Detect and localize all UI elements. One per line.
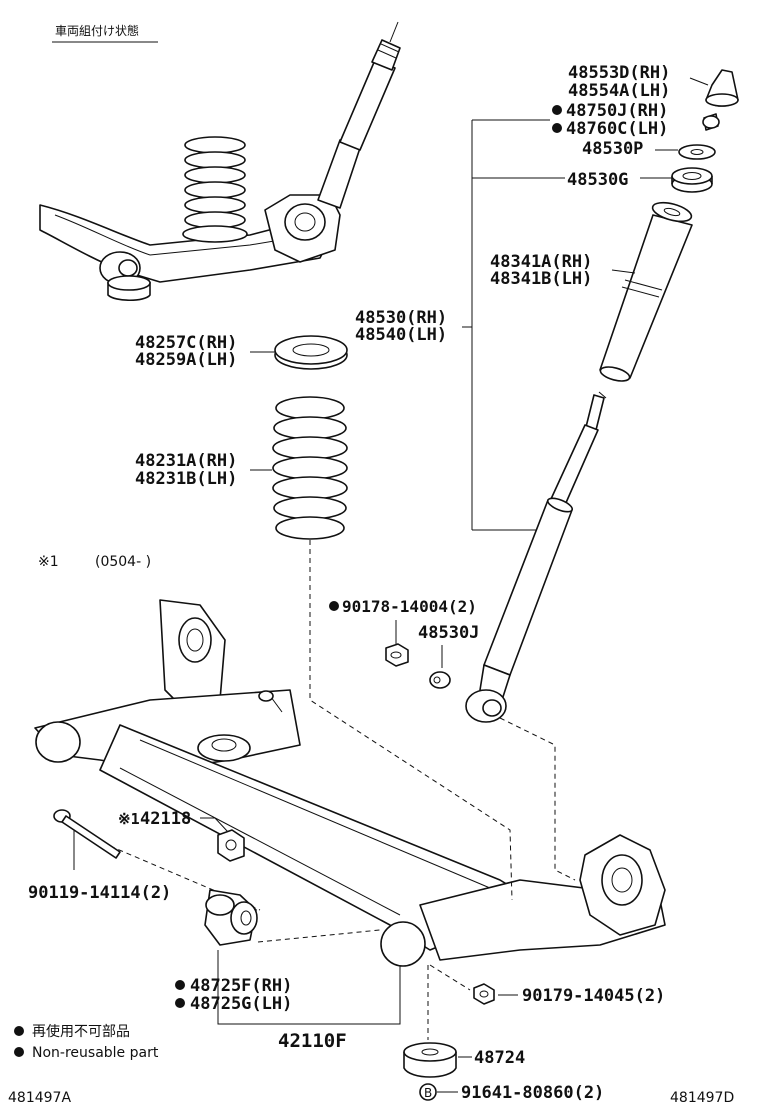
stabilizer-bushing-label: 42118 bbox=[140, 809, 191, 829]
assembly-guide-lines bbox=[109, 540, 576, 1040]
non-reusable-dot-support-lh bbox=[552, 123, 562, 133]
coil-spring bbox=[250, 396, 348, 540]
bolt-label: 90119-14114(2) bbox=[28, 883, 171, 903]
assembled-shock-absorber bbox=[317, 21, 401, 209]
seat-g bbox=[640, 167, 713, 193]
legend-en: Non-reusable part bbox=[32, 1045, 159, 1061]
seat-g-label: 48530G bbox=[567, 170, 628, 190]
collar-j-label: 48530J bbox=[418, 623, 479, 643]
nut-top bbox=[385, 620, 409, 667]
nut-lower-label: 90179-14045(2) bbox=[522, 986, 665, 1006]
spring-upper-insulator bbox=[250, 335, 348, 370]
bolt-b-label: 91641-80860(2) bbox=[461, 1083, 604, 1103]
boot-rh-label: 48341A(RH) bbox=[490, 252, 592, 272]
rear-axle-beam bbox=[34, 599, 666, 967]
boot-lh-label: 48341B(LH) bbox=[490, 269, 592, 289]
non-reusable-dot-bushing-rh bbox=[175, 980, 185, 990]
support-rh-label: 48750J(RH) bbox=[566, 101, 668, 121]
bump-stopper-rh-label: 48553D(RH) bbox=[568, 63, 670, 83]
note-marker: ※1 bbox=[38, 554, 59, 570]
footer-right-code: 481497D bbox=[670, 1090, 734, 1106]
shock-absorber bbox=[465, 391, 607, 723]
bolt-long bbox=[53, 809, 121, 870]
washer-p bbox=[655, 144, 716, 160]
washer-p-label: 48530P bbox=[582, 139, 643, 159]
non-reusable-dot-bushing-lh bbox=[175, 998, 185, 1008]
shock-lh-label: 48540(LH) bbox=[355, 325, 447, 345]
axle-bushing bbox=[204, 889, 401, 1025]
support-lh-label: 48760C(LH) bbox=[566, 119, 668, 139]
beam-label: 42110F bbox=[278, 1030, 347, 1052]
legend-jp: 再使用不可部品 bbox=[32, 1023, 130, 1040]
bolt-b: B bbox=[419, 1083, 458, 1101]
bushing-rh-label: 48725F(RH) bbox=[190, 976, 292, 996]
dust-boot bbox=[599, 201, 693, 382]
insulator-rh-label: 48257C(RH) bbox=[135, 333, 237, 353]
spring-rh-label: 48231A(RH) bbox=[135, 451, 237, 471]
assembled-state-text: 車両組付け状態 bbox=[55, 23, 139, 38]
legend-dot-jp bbox=[14, 1026, 24, 1036]
bushing-lh-label: 48725G(LH) bbox=[190, 994, 292, 1014]
bump-stopper bbox=[689, 69, 739, 107]
shock-support bbox=[702, 113, 720, 131]
stabilizer-marker: ※1 bbox=[118, 810, 140, 828]
assembled-coil-spring bbox=[182, 136, 248, 243]
cushion-label: 48724 bbox=[474, 1048, 525, 1068]
footer-left-code: 481497A bbox=[8, 1090, 71, 1106]
collar-j bbox=[429, 645, 451, 689]
non-reusable-dot-support-rh bbox=[552, 105, 562, 115]
note-range: (0504- ) bbox=[95, 554, 151, 570]
stabilizer-bushing bbox=[200, 817, 245, 862]
cushion bbox=[403, 1042, 472, 1078]
bolt-b-marker: B bbox=[424, 1086, 432, 1100]
assembled-state-label: 車両組付け状態 bbox=[52, 23, 158, 43]
shock-rh-label: 48530(RH) bbox=[355, 308, 447, 328]
legend: 再使用不可部品 Non-reusable part bbox=[14, 1023, 159, 1061]
bump-stopper-lh-label: 48554A(LH) bbox=[568, 81, 670, 101]
shock-absorber-bracket-lines bbox=[462, 119, 565, 531]
non-reusable-dot-nut-top bbox=[329, 601, 339, 611]
spring-lh-label: 48231B(LH) bbox=[135, 469, 237, 489]
nut-top-label: 90178-14004(2) bbox=[342, 597, 477, 616]
legend-dot-en bbox=[14, 1047, 24, 1057]
insulator-lh-label: 48259A(LH) bbox=[135, 350, 237, 370]
nut-lower bbox=[473, 983, 518, 1005]
assembled-view-illustration bbox=[39, 21, 401, 302]
